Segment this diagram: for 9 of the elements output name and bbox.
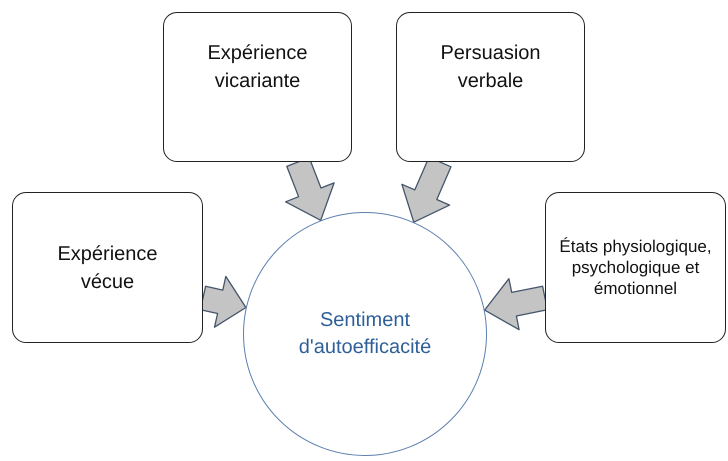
rounded-box — [396, 12, 585, 162]
box-label: Persuasion verbale — [439, 41, 542, 94]
rounded-box — [545, 192, 726, 343]
circle-label: Sentiment d'autoefficacité — [298, 308, 432, 360]
rounded-box — [12, 192, 203, 343]
box-label: Expérience vécue — [56, 242, 159, 294]
box-label: États physiologique, psychologique et émotionnel — [558, 236, 713, 300]
rounded-box — [163, 12, 352, 162]
box-label: Expérience vicariante — [206, 41, 309, 94]
